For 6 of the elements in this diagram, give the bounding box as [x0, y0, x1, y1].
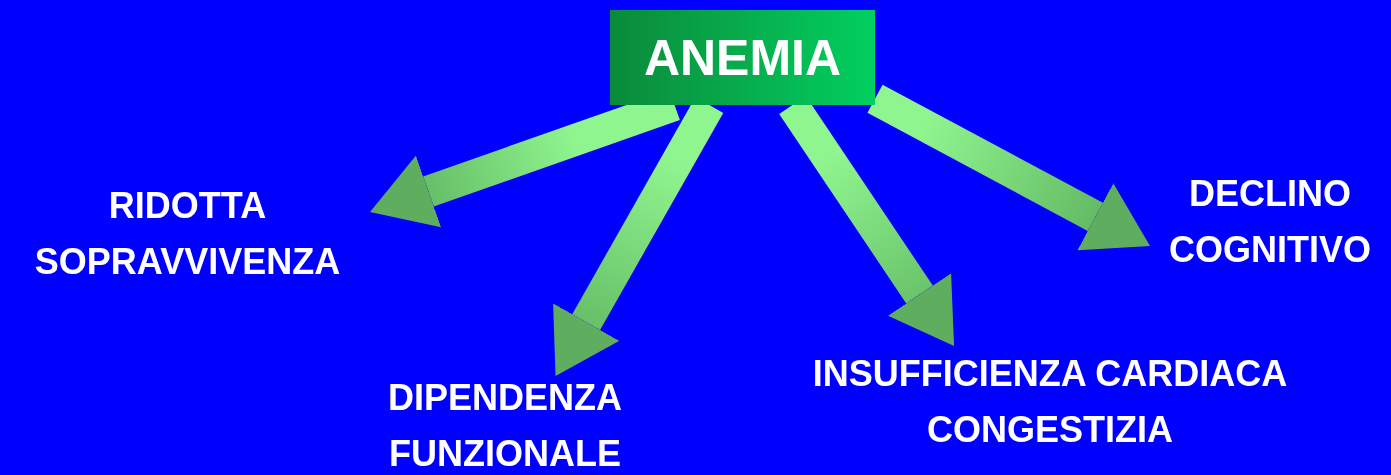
- outcome-label: INSUFFICIENZA CARDIACA CONGESTIZIA: [775, 346, 1325, 458]
- outcome-label: DECLINO COGNITIVO: [1150, 166, 1390, 278]
- title-box: ANEMIA: [610, 10, 875, 105]
- outcome-label: RIDOTTA SOPRAVVIVENZA: [5, 178, 370, 290]
- block-arrow: [867, 84, 1150, 251]
- outcome-label: DIPENDENZA FUNZIONALE: [355, 376, 655, 475]
